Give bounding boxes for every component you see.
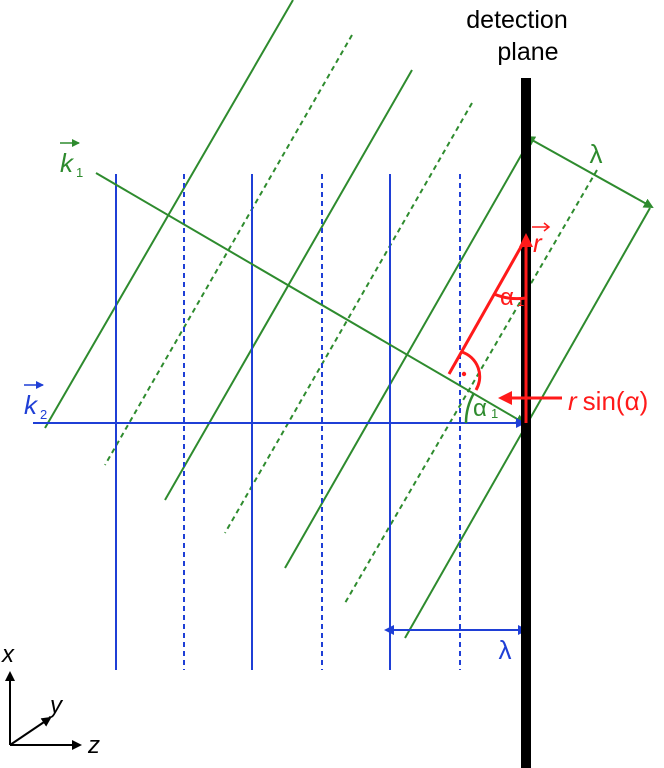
green-wavefront-dashed xyxy=(344,169,598,604)
green-wavefront-dashed xyxy=(224,102,473,534)
alpha-lower-subscript: 1 xyxy=(491,406,498,421)
red-construction xyxy=(447,233,562,423)
k1-wave-vector xyxy=(95,172,526,425)
green-wavefront xyxy=(44,0,294,429)
detection-label-line1: detection xyxy=(466,6,567,34)
green-wavelength-arrow xyxy=(525,136,654,208)
axis-x-label: x xyxy=(1,641,15,668)
alpha-lower-label: α xyxy=(473,395,487,422)
k1-subscript: 1 xyxy=(76,165,83,180)
rsin-r: r xyxy=(568,386,578,416)
alpha-upper-arc xyxy=(493,292,527,301)
k2-subscript: 2 xyxy=(40,407,47,422)
right-angle-dot xyxy=(461,371,467,377)
blue-lambda-label: λ xyxy=(499,635,512,665)
k1-label: k xyxy=(60,148,75,178)
alpha-lower-arc xyxy=(464,392,476,424)
alpha-upper-label: α xyxy=(500,284,514,311)
alpha-upper-subscript: 1 xyxy=(517,294,524,309)
detection-label-line2: plane xyxy=(497,38,558,66)
axis-y-label: y xyxy=(48,692,64,719)
axis-z-label: z xyxy=(87,732,100,759)
green-lambda-label: λ xyxy=(590,139,603,169)
right-angle-arc xyxy=(461,350,482,391)
projection-line xyxy=(447,237,528,375)
y-axis xyxy=(9,716,52,746)
rsin-rest: sin(α) xyxy=(583,386,649,416)
coordinate-axes xyxy=(4,671,82,750)
k2-label: k xyxy=(24,390,39,420)
green-wavefront xyxy=(284,137,532,569)
r-label: r xyxy=(533,228,543,258)
